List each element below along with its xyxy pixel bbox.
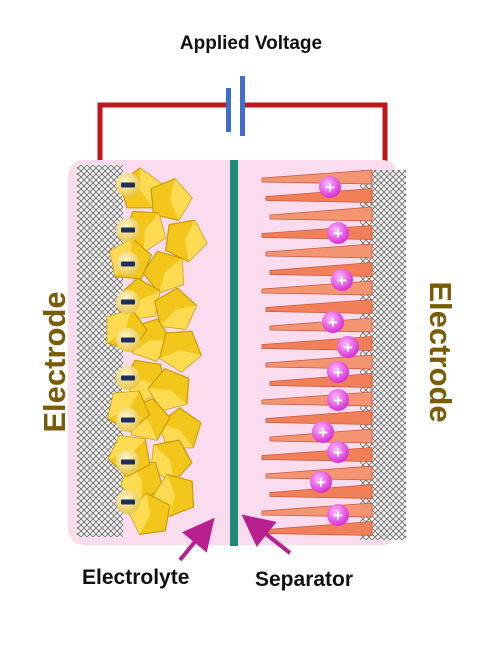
negative-ion-icon [116,328,140,352]
carbon-plate [265,243,373,259]
positive-ion-icon: + [310,471,332,493]
electrolyte-label: Electrolyte [82,566,190,589]
carbon-plate [265,410,373,425]
positive-ion-icon: + [331,269,353,291]
positive-ions: +++++++++++ [310,176,359,526]
positive-ion-icon: + [322,311,344,333]
separator-arrow [241,514,292,555]
positive-ion-icon: + [327,441,349,463]
battery-icon [226,76,245,136]
separator-label: Separator [255,568,354,591]
applied-voltage-label: Applied Voltage [179,33,323,54]
positive-ion-icon: + [327,222,349,244]
positive-ion-icon: + [337,336,359,358]
negative-ions [116,173,140,514]
svg-text:+: + [343,338,353,357]
negative-ion-icon [116,173,140,197]
negative-ion-icon [116,252,140,276]
positive-ion-icon: + [327,389,349,411]
carbon-plate [265,299,373,314]
svg-text:+: + [333,363,343,382]
right-electrode-label: Electrode [423,281,458,423]
svg-text:+: + [333,224,343,243]
positive-ion-icon: + [327,361,349,383]
svg-text:+: + [333,391,343,410]
carbon-plates [261,169,373,536]
electrolyte-arrow [178,517,215,562]
separator-membrane [230,160,238,546]
left-electrode-mesh [77,165,123,537]
negative-ion-icon [116,490,140,514]
circuit-wire [97,102,388,168]
svg-text:+: + [328,313,338,332]
svg-text:+: + [318,423,328,442]
svg-text:+: + [333,506,343,525]
svg-text:+: + [337,271,347,290]
svg-text:+: + [325,178,335,197]
carbon-plate [261,169,373,185]
left-electrode-label: Electrode [37,291,72,433]
svg-text:+: + [333,443,343,462]
negative-ion-icon [116,290,140,314]
negative-ion-icon [116,218,140,242]
svg-text:+: + [316,473,326,492]
negative-ion-icon [116,450,140,474]
positive-ion-icon: + [312,421,334,443]
negative-ion-icon [116,408,140,432]
positive-ion-icon: + [319,176,341,198]
carbon-plate [269,206,373,222]
negative-ion-icon [116,366,140,390]
positive-ion-icon: + [327,504,349,526]
